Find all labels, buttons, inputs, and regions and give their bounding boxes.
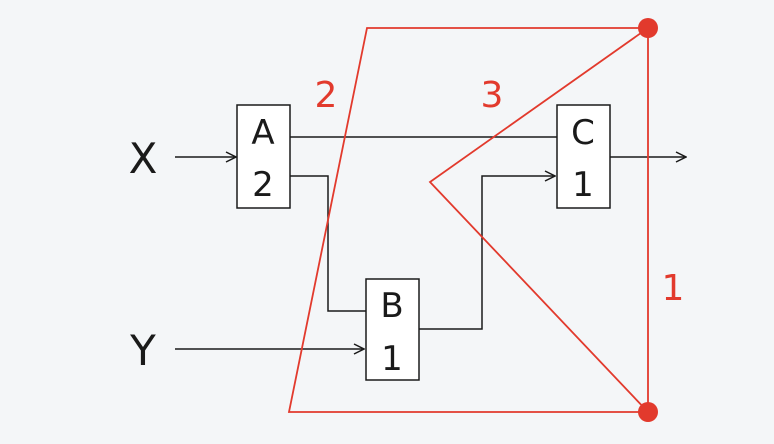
- input-y-label: Y: [129, 326, 156, 375]
- cut-label-3: 3: [481, 75, 504, 116]
- box-a: A 2: [236, 104, 291, 209]
- box-c: C 1: [556, 104, 611, 209]
- vertex-bottom-right: [638, 402, 658, 422]
- vertex-top-right: [638, 18, 658, 38]
- box-c-name: C: [571, 113, 595, 153]
- wire-b-to-c: [419, 176, 555, 330]
- box-a-name: A: [251, 113, 274, 153]
- input-x-label: X: [129, 134, 158, 183]
- box-b-name: B: [380, 286, 403, 326]
- box-b-value: 1: [381, 339, 403, 379]
- cut-polygon-outline: [287, 26, 651, 413]
- wire-a-to-b: [290, 175, 366, 312]
- box-c-value: 1: [572, 165, 594, 205]
- box-a-value: 2: [252, 165, 274, 205]
- cut-label-1: 1: [662, 268, 685, 309]
- cut-label-2: 2: [315, 75, 338, 116]
- box-b: B 1: [365, 278, 420, 381]
